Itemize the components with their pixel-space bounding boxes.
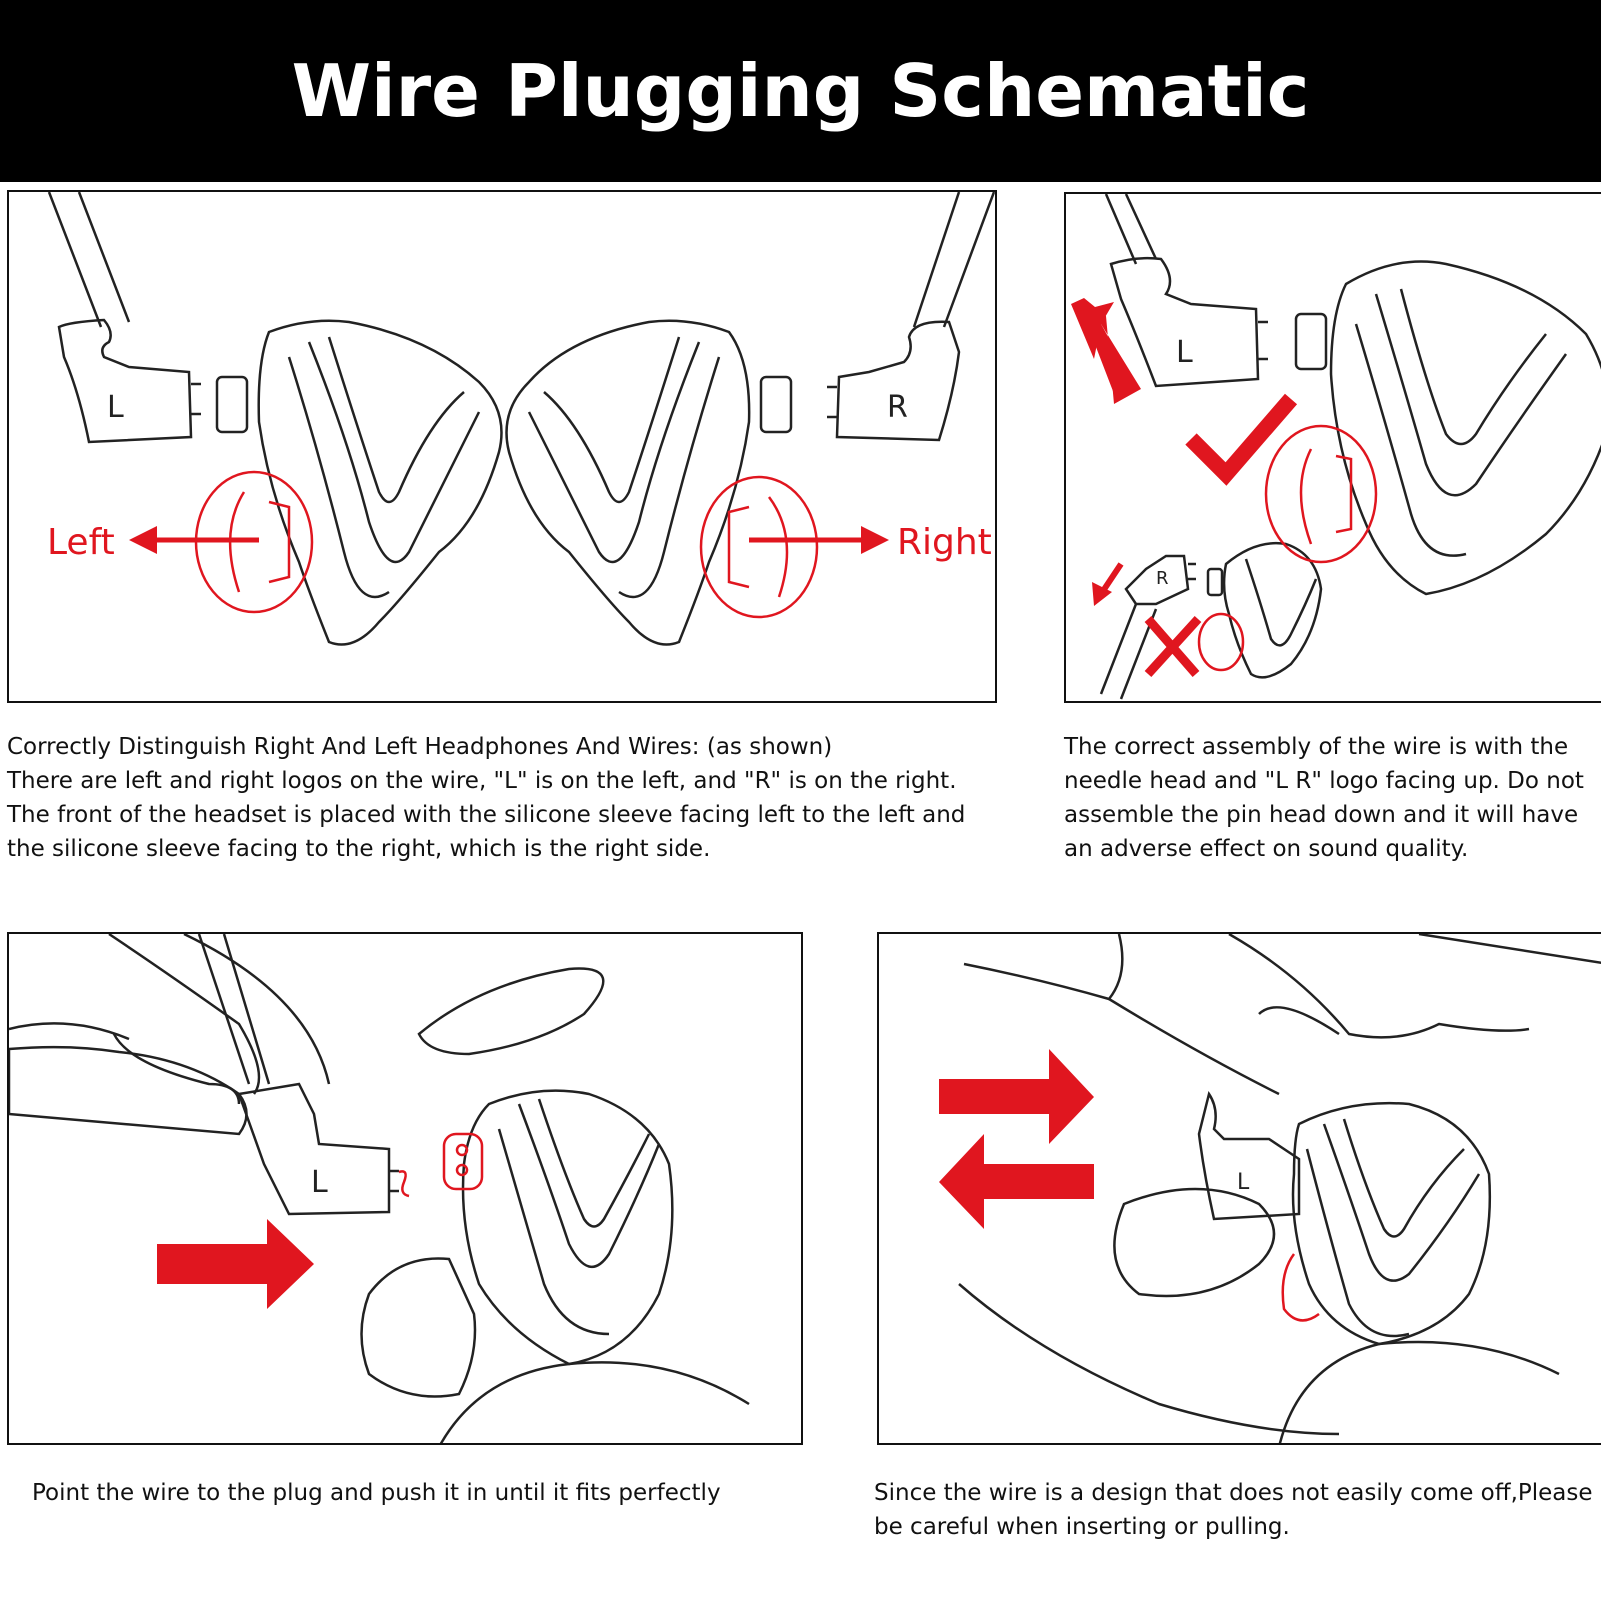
plug-letter-lower: R bbox=[1156, 568, 1169, 589]
left-plug-body bbox=[57, 318, 193, 444]
push-in-illustration: L bbox=[9, 934, 750, 1443]
left-cable bbox=[47, 192, 131, 328]
caption-line: Point the wire to the plug and push it i… bbox=[32, 1480, 721, 1506]
right-ear-tip bbox=[699, 475, 819, 619]
caption-line: There are left and right logos on the wi… bbox=[7, 768, 957, 794]
left-thumb bbox=[1113, 1187, 1276, 1298]
caption-line: the silicone sleeve facing to the right,… bbox=[7, 836, 711, 862]
cross-icon bbox=[1144, 615, 1202, 678]
bottom-finger bbox=[1278, 1340, 1560, 1443]
left-label: Left bbox=[47, 522, 115, 563]
socket-pins bbox=[442, 1132, 484, 1191]
caption-left-right: Correctly Distinguish Right And Left Hea… bbox=[7, 730, 1017, 866]
title-banner: Wire Plugging Schematic bbox=[0, 0, 1601, 182]
upper-plug-body bbox=[1109, 256, 1260, 388]
earbud-shell bbox=[1291, 1101, 1492, 1346]
ear-tip bbox=[1281, 1253, 1320, 1322]
lower-plug-body bbox=[1124, 554, 1190, 606]
lower-cable bbox=[1099, 603, 1158, 700]
cable bbox=[197, 934, 271, 1085]
right-label: Right bbox=[897, 522, 992, 563]
plug-letter: L bbox=[311, 1165, 328, 1200]
caption-line: The front of the headset is placed with … bbox=[7, 802, 966, 828]
caption-line: assemble the pin head down and it will h… bbox=[1064, 802, 1579, 828]
caption-push-in: Point the wire to the plug and push it i… bbox=[32, 1476, 822, 1510]
top-right-finger bbox=[1228, 934, 1530, 1039]
left-right-illustration: Left Right L R bbox=[47, 192, 995, 646]
plug-letter: L bbox=[1237, 1170, 1250, 1195]
ear-tip bbox=[360, 1257, 477, 1398]
upper-cable bbox=[1104, 194, 1158, 265]
ear-tip-big bbox=[1264, 424, 1378, 564]
caption-insert-pull: Since the wire is a design that does not… bbox=[874, 1476, 1594, 1544]
insert-pull-illustration: L bbox=[939, 934, 1601, 1443]
plug-letter-upper: L bbox=[1176, 335, 1193, 370]
insert-arrow-icon bbox=[939, 1049, 1094, 1144]
panel-left-right: Left Right L R bbox=[7, 190, 997, 703]
checkmark-icon bbox=[1185, 393, 1298, 486]
right-cable bbox=[912, 192, 995, 328]
down-arrow-head bbox=[1092, 582, 1112, 606]
caption-line: The correct assembly of the wire is with… bbox=[1064, 734, 1569, 760]
panel-insert-pull: L bbox=[877, 932, 1601, 1445]
left-hand bbox=[9, 1045, 248, 1136]
right-arrow-head bbox=[861, 526, 889, 554]
left-earbud-shell bbox=[257, 319, 503, 646]
right-hand-finger bbox=[417, 967, 605, 1056]
right-plug-body bbox=[835, 320, 961, 442]
plug-body bbox=[237, 1082, 391, 1216]
earbud-shell bbox=[461, 1089, 674, 1366]
caption-line: needle head and "L R" logo facing up. Do… bbox=[1064, 768, 1584, 794]
bottom-finger bbox=[439, 1361, 750, 1443]
caption-line: Since the wire is a design that does not… bbox=[874, 1480, 1593, 1506]
top-finger bbox=[963, 934, 1124, 1001]
page-title: Wire Plugging Schematic bbox=[291, 49, 1310, 133]
panel-push-in: L bbox=[7, 932, 803, 1445]
caption-orientation: The correct assembly of the wire is with… bbox=[1064, 730, 1599, 866]
upper-earbud-shell bbox=[1329, 260, 1601, 596]
pull-arrow-icon bbox=[939, 1134, 1094, 1229]
caption-line: be careful when inserting or pulling. bbox=[874, 1514, 1290, 1540]
lower-earbud-shell bbox=[1222, 542, 1323, 679]
plug-letter-right: R bbox=[887, 390, 908, 425]
plug-body bbox=[1197, 1090, 1301, 1221]
plug-letter-left: L bbox=[107, 390, 124, 425]
orientation-illustration: L R bbox=[1071, 194, 1601, 700]
panel-orientation: L R bbox=[1064, 192, 1601, 703]
ear-tip-small bbox=[1197, 612, 1245, 672]
caption-line: an adverse effect on sound quality. bbox=[1064, 836, 1469, 862]
left-arrow-head bbox=[129, 526, 157, 554]
push-arrow-icon bbox=[157, 1219, 314, 1309]
caption-line: Correctly Distinguish Right And Left Hea… bbox=[7, 734, 833, 760]
